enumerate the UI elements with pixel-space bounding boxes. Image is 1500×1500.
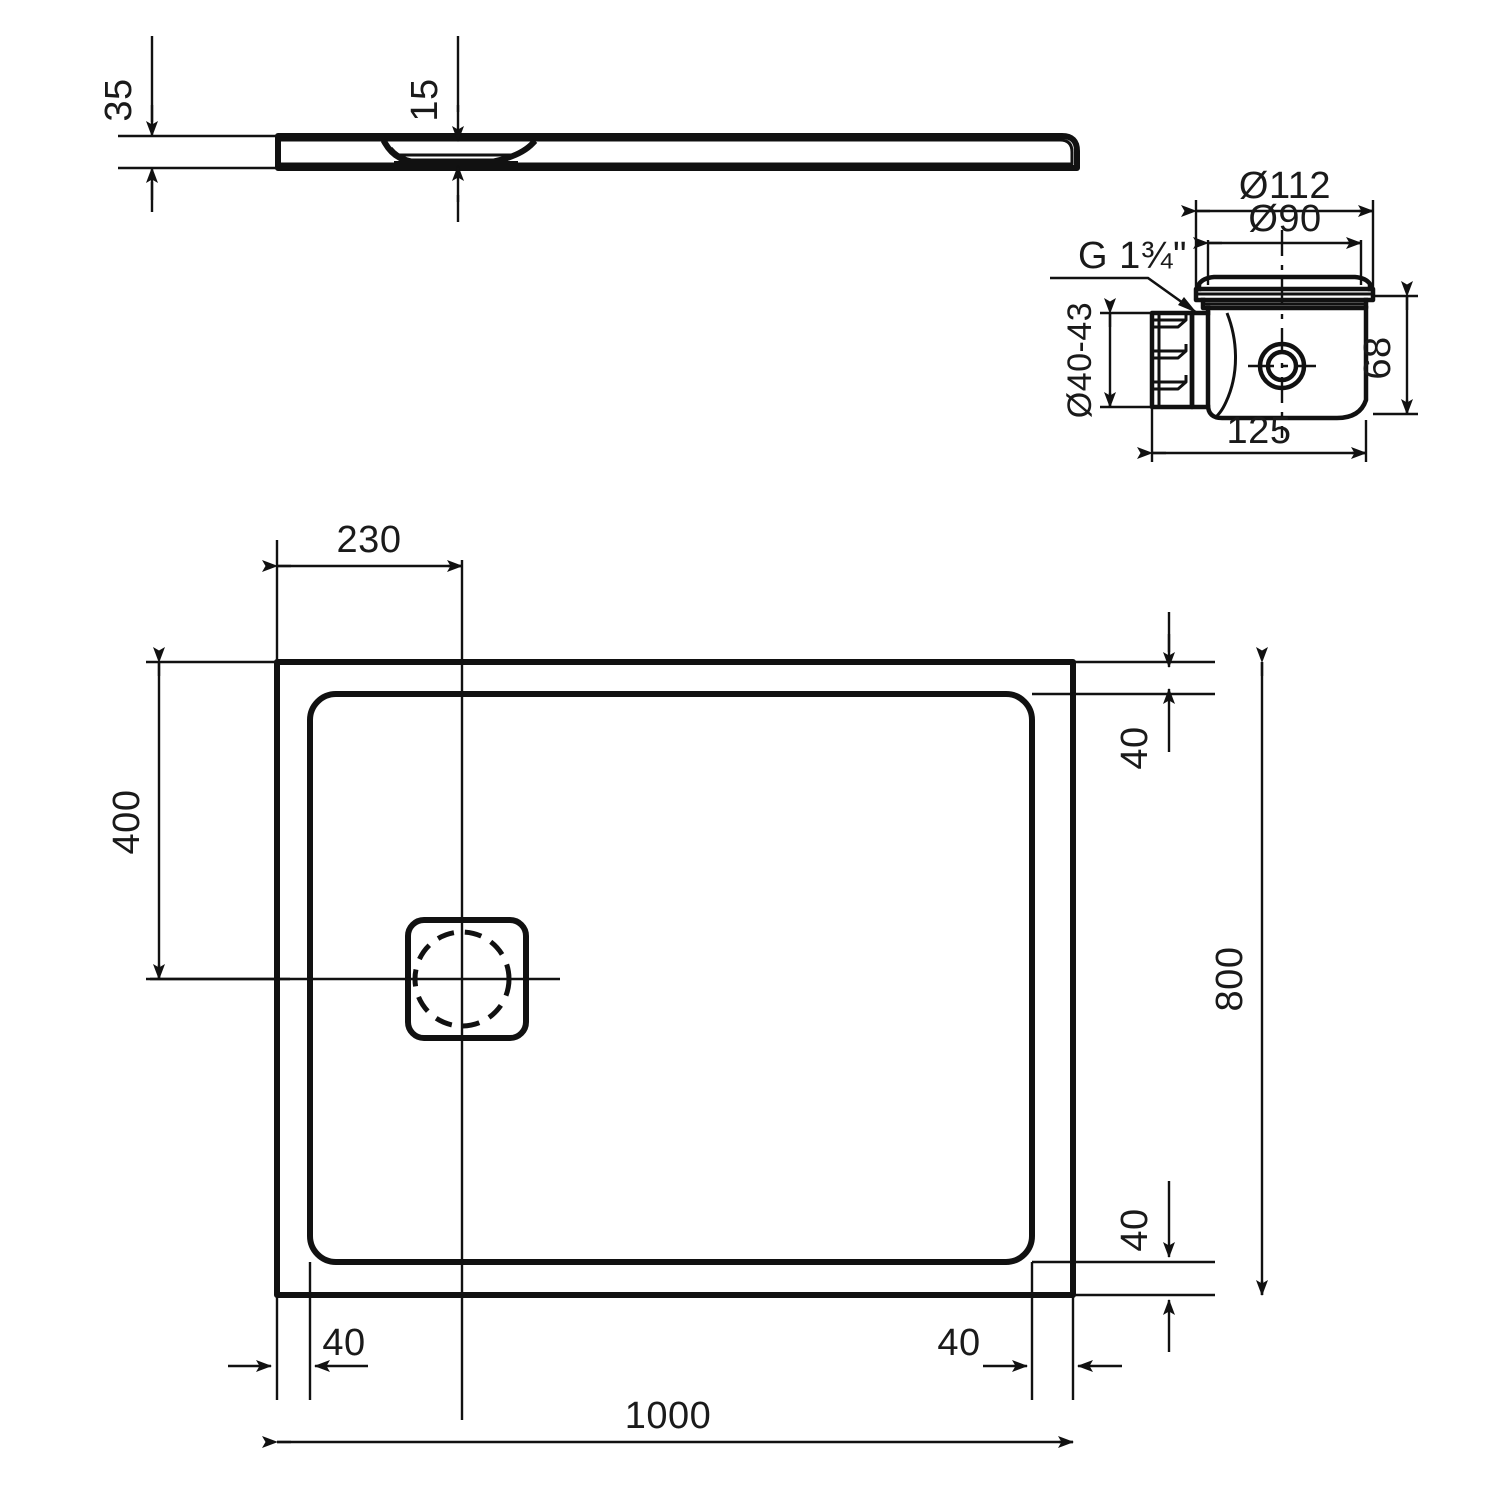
callout-thread-size: G 1¾" [1050,235,1198,315]
dim-label-overall-depth: 800 [1209,947,1251,1012]
dimension-flange-inner-dia: Ø90 [1193,198,1363,285]
dim-label-rim-bottom: 40 [1114,1208,1156,1251]
drain-detail-view: Ø112 Ø90 68 125 [1050,165,1418,462]
plan-view: 230 400 40 800 [106,519,1268,1448]
drain-outlet-spigot [1149,310,1195,410]
dim-label-outlet-dia: Ø40-43 [1061,302,1099,418]
dim-label-rim-left: 40 [322,1322,365,1364]
dimension-drain-offset-y: 400 [106,647,290,981]
dimension-drain-offset-x: 230 [262,519,463,668]
drain-flange [1193,274,1376,311]
dimension-rim-left: 40 [228,1262,368,1400]
dimension-rim-bottom: 40 [1032,1181,1215,1352]
dim-label-drain-offset-x: 230 [337,519,402,561]
dim-label-drain-recess-depth: 15 [404,78,446,121]
dimension-trap-height: 68 [1357,281,1418,416]
dimension-rim-right: 40 [937,1262,1122,1400]
dimension-overall-width: 1000 [262,1395,1074,1448]
dimension-trap-length: 125 [1137,407,1368,462]
dimension-outlet-dia: Ø40-43 [1061,298,1155,418]
tray-side-profile [275,133,1080,171]
dim-label-trap-length: 125 [1227,410,1292,452]
dim-label-rim-top: 40 [1114,726,1156,769]
dim-label-rim-right: 40 [937,1322,980,1364]
dim-label-tray-height: 35 [98,78,140,121]
dim-label-flange-inner-dia: Ø90 [1248,198,1321,240]
dimension-drain-recess-depth: 15 [404,36,464,222]
dim-label-overall-width: 1000 [625,1395,712,1437]
dimension-tray-height: 35 [98,36,290,212]
side-elevation-view: 35 15 [98,36,1080,222]
dimension-overall-depth: 800 [1209,647,1268,1296]
dimension-rim-top: 40 [1032,612,1215,770]
dim-label-trap-height: 68 [1357,336,1399,379]
side-drain-recess [380,138,538,167]
callout-label-thread-size: G 1¾" [1078,235,1187,277]
dimension-flange-outer-dia: Ø112 [1181,165,1375,288]
dim-label-flange-outer-dia: Ø112 [1239,165,1331,207]
dim-label-drain-offset-y: 400 [106,790,148,855]
